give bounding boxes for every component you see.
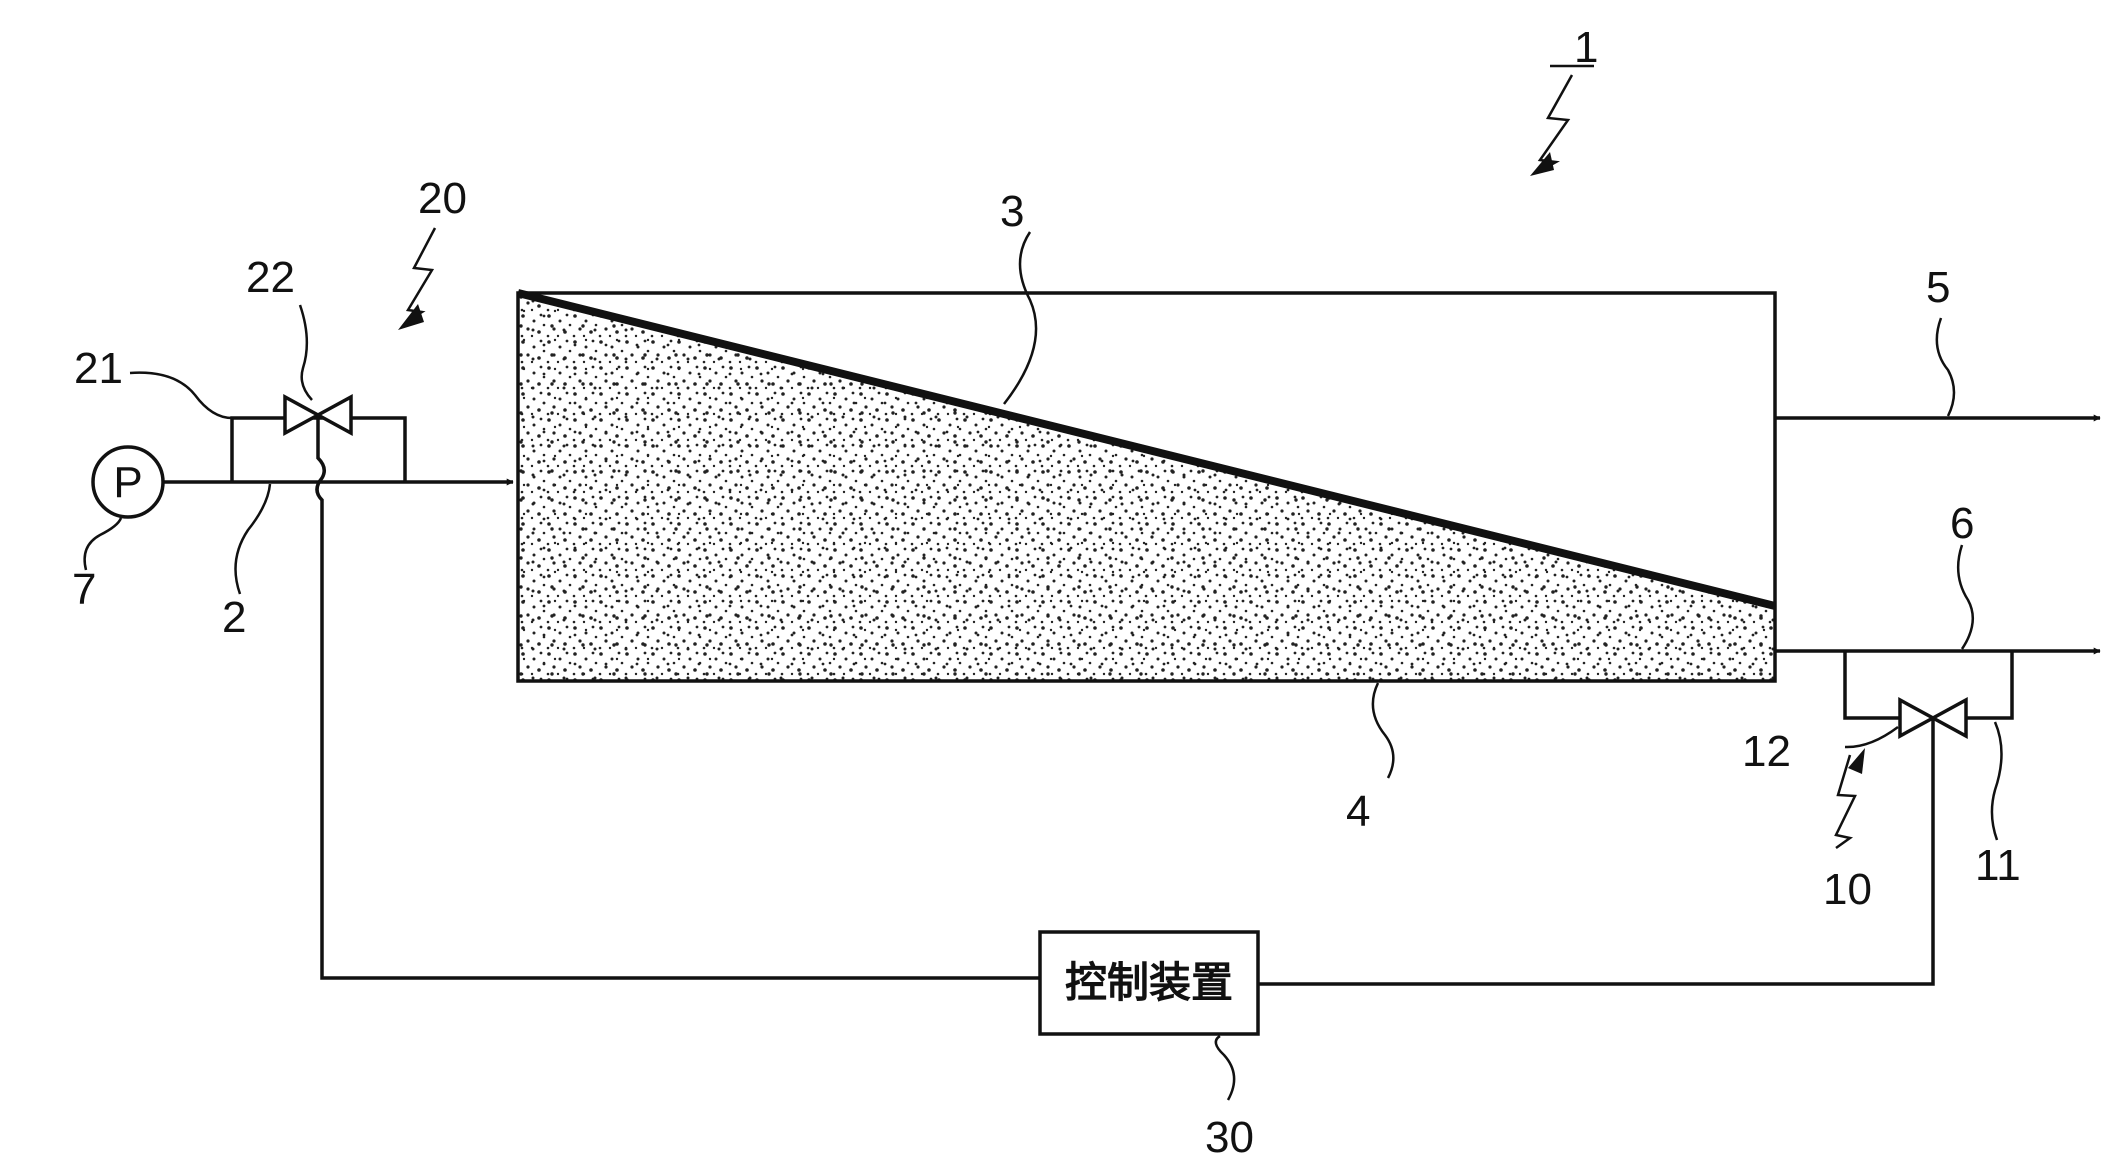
pump-icon: [91, 445, 165, 519]
controller-label: 控制装置: [1065, 958, 1233, 1007]
controller-box: 控制装置: [1038, 930, 1260, 1036]
label-feed-line: 2: [222, 593, 246, 642]
inlet-valve-icon: [283, 394, 353, 436]
label-concentrate-line: 6: [1950, 499, 1974, 548]
vessel-outline: [516, 291, 1777, 683]
reference-labels: 1 20 22 21 7 2 3 4 5 6 12 11 10 30: [72, 23, 2021, 1162]
inlet-bypass: [230, 394, 1040, 980]
membrane-line: [517, 289, 1776, 610]
indicator-arrows: [398, 74, 1865, 850]
retentate-region-fill-2: [518, 293, 1775, 681]
leader-lines: [83, 231, 2003, 1101]
label-inlet-valve: 22: [246, 253, 295, 302]
label-controller: 30: [1205, 1113, 1254, 1162]
label-inlet-bypass: 21: [74, 344, 123, 393]
label-vessel: 4: [1346, 787, 1370, 836]
label-pump: 7: [72, 565, 96, 614]
label-outlet-bypass: 11: [1975, 841, 2021, 890]
concentrate-line: [1258, 647, 2101, 986]
label-membrane: 3: [1000, 187, 1024, 236]
label-inlet-unit: 20: [418, 174, 467, 223]
label-system: 1: [1574, 23, 1598, 72]
feed-line: P: [91, 445, 514, 519]
label-outlet-unit: 10: [1823, 865, 1872, 914]
membrane-vessel: [516, 289, 1777, 683]
pump-symbol: P: [113, 458, 142, 507]
outlet-valve-icon: [1898, 697, 1968, 739]
label-permeate-line: 5: [1926, 263, 1950, 312]
label-outlet-valve: 12: [1742, 727, 1791, 776]
